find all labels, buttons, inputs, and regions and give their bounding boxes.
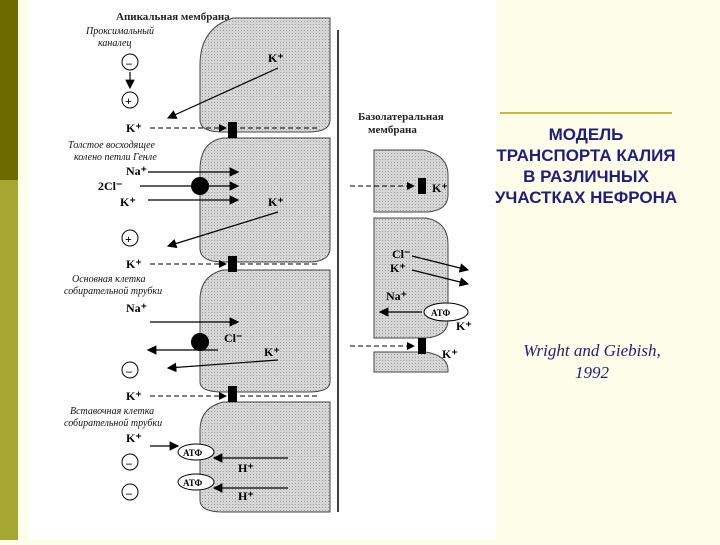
cell-principal [199, 269, 331, 393]
segment-name-line: Основная клетка [72, 274, 146, 285]
basolateral-header-line-1: Базолатеральная [358, 111, 444, 123]
k-flux-arrow [166, 359, 279, 373]
ion-label: K⁺ [126, 389, 142, 403]
basolateral-efflux-arrow [411, 255, 470, 273]
ion-label: K⁺ [268, 51, 284, 65]
charge-sign: – [125, 56, 133, 70]
k-flux-arrow [166, 67, 279, 119]
ion-label: K⁺ [390, 261, 406, 275]
ion-label: K⁺ [456, 319, 472, 333]
title-line: МОДЕЛЬ [548, 125, 624, 144]
atp-pump [177, 443, 215, 461]
ion-label: K⁺ [126, 121, 142, 135]
citation-year: 1992 [575, 363, 609, 382]
cell-intercalated [199, 401, 331, 513]
ion-label: Cl⁻ [224, 331, 242, 345]
title-line: В РАЗЛИЧНЫХ [523, 167, 649, 186]
tight-junction [418, 338, 426, 354]
basolateral-header-line-2: мембрана [368, 124, 417, 136]
segment-name-line: собирательной трубки [64, 418, 162, 429]
ion-label: K⁺ [126, 431, 142, 445]
ion-label: Na⁺ [126, 301, 147, 315]
ion-label: H⁺ [238, 489, 254, 503]
tight-junction [228, 122, 237, 138]
segment-name-line: каналец [98, 38, 131, 49]
side-strip-light [0, 180, 18, 540]
cell-proximal-tubule [199, 17, 331, 133]
segment-name-line: колено петли Генле [74, 152, 157, 163]
na-k-atpase [423, 302, 469, 322]
tight-junction [228, 386, 237, 402]
potassium-transport-diagram: Апикальная мембрана Базолатеральная мемб… [64, 11, 472, 513]
atp-label: АТФ [431, 308, 451, 318]
ion-label: K⁺ [268, 195, 284, 209]
charge-sign: + [125, 94, 132, 108]
basolateral-cell-lower [373, 351, 449, 373]
charge-sign: – [125, 364, 133, 378]
segment-name-line: Проксимальный [85, 26, 154, 37]
k-flux-arrow [166, 211, 279, 249]
ion-label: Cl⁻ [392, 247, 410, 261]
atp-pump [177, 473, 215, 491]
cl-channel [191, 333, 209, 351]
ion-label: 2Cl⁻ [98, 179, 122, 193]
charge-sign: – [125, 456, 133, 470]
citation-authors: Wright and Giebish, [523, 341, 661, 360]
title-line: ТРАНСПОРТА КАЛИЯ [496, 146, 676, 165]
side-strip-dark [0, 0, 18, 180]
ion-label: K⁺ [120, 195, 136, 209]
segment-name-line: Толстое восходящее [68, 140, 156, 151]
basolateral-efflux-arrow [411, 269, 470, 287]
ion-label: K⁺ [442, 347, 458, 361]
nkcc-transporter [191, 177, 209, 195]
charge-badge [121, 453, 139, 471]
atp-label: АТФ [183, 448, 203, 458]
basolateral-cell-upper [373, 149, 449, 213]
tight-junction [228, 256, 237, 272]
charge-badge [121, 53, 139, 71]
title-underline [500, 112, 672, 114]
figure-panel: Апикальная мембрана Базолатеральная мемб… [28, 0, 496, 540]
slide-side-strip [0, 0, 18, 540]
charge-badge [121, 483, 139, 501]
segment-name-line: Вставочная клетка [70, 406, 154, 417]
tight-junction [418, 178, 426, 194]
ion-label: K⁺ [126, 257, 142, 271]
citation: Wright and Giebish, 1992 [492, 340, 692, 384]
charge-badge [121, 361, 139, 379]
charge-badge [121, 91, 139, 109]
charge-badge [121, 229, 139, 247]
charge-sign: + [125, 232, 132, 246]
atp-label: АТФ [183, 478, 203, 488]
ion-label: Na⁺ [386, 289, 407, 303]
ion-label: K⁺ [264, 345, 280, 359]
slide-title: МОДЕЛЬ ТРАНСПОРТА КАЛИЯ В РАЗЛИЧНЫХ УЧАС… [470, 124, 702, 208]
charge-sign: – [125, 486, 133, 500]
ion-label: K⁺ [432, 181, 448, 195]
title-line: УЧАСТКАХ НЕФРОНА [494, 188, 678, 207]
ion-label: Na⁺ [126, 164, 147, 178]
apical-membrane-header: Апикальная мембрана [116, 11, 230, 23]
segment-name-line: собирательной трубки [64, 286, 162, 297]
ion-label: H⁺ [238, 461, 254, 475]
